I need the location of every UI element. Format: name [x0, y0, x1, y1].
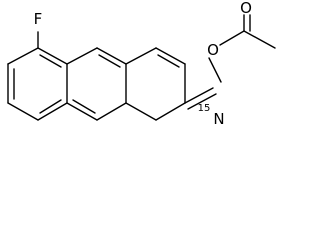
bond-c-n: [184, 87, 214, 104]
bond: [72, 99, 96, 114]
bond: [66, 102, 98, 121]
bond-c-c: [243, 30, 276, 49]
bond-o-c: [219, 30, 245, 46]
bond: [125, 47, 157, 65]
fluorine-label: F: [34, 10, 43, 28]
oxygen-ester-label: O: [207, 41, 219, 59]
bond: [96, 102, 127, 121]
bond: [66, 47, 98, 65]
bond: [7, 47, 39, 65]
bond: [155, 102, 186, 121]
bond: [37, 47, 68, 65]
oxygen-carbonyl-label: O: [240, 0, 252, 17]
nitrogen-isotope-label: 15: [198, 103, 211, 114]
bond-c-n: [187, 93, 217, 110]
bond: [39, 99, 62, 114]
bond: [37, 102, 68, 121]
bond-n-o: [208, 57, 222, 83]
bond: [7, 102, 39, 121]
bond: [39, 54, 62, 68]
bond: [98, 54, 121, 68]
bonds: [7, 14, 276, 121]
bond: [157, 54, 180, 68]
nitrogen-label: N: [213, 110, 224, 128]
atom-labels: F O O 15 N: [34, 0, 252, 128]
structure-diagram: F O O 15 N: [7, 0, 276, 128]
bond: [96, 47, 127, 65]
bond: [155, 47, 186, 65]
bond: [125, 102, 157, 121]
